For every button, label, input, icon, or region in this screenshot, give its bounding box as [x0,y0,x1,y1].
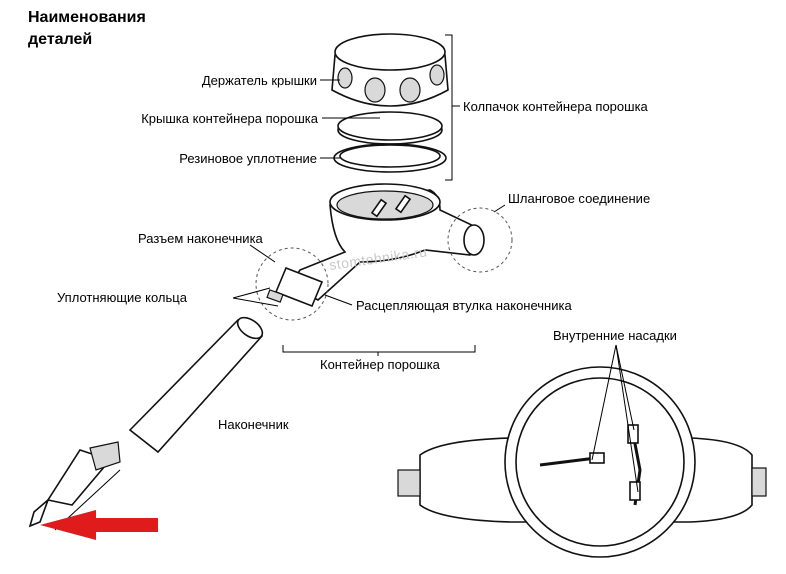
lid-holder-part [331,33,449,107]
leader-tip-connector [249,244,276,263]
label-o-rings: Уплотняющие кольца [57,290,188,305]
container-top-view [397,366,767,558]
tip-connector-highlight [255,247,329,321]
red-arrow-icon [40,510,158,540]
container-lid-part [337,111,443,145]
leader-nozzle-3 [615,344,639,493]
label-tip-connector: Разъем наконечника [138,231,264,246]
powder-container-part [288,183,485,301]
label-internal-nozzles: Внутренние насадки [553,328,677,343]
label-hose-connection: Шланговое соединение [508,191,650,206]
leader-nozzle-2 [615,344,635,431]
powder-container-bracket [282,345,476,353]
leader-release-sleeve [324,294,353,306]
label-powder-container: Контейнер порошка [320,357,441,372]
diagram-title-line1: Наименования [28,9,146,26]
label-container-lid: Крышка контейнера порошка [141,111,319,126]
leader-nozzle-1 [591,344,617,461]
tip-part [128,316,264,454]
hose-connection-highlight [447,207,513,273]
label-tip: Наконечник [218,417,289,432]
rubber-seal-part [333,143,447,173]
tip-connector-part [266,266,324,308]
leader-hose-connection [493,204,506,213]
leader-o-ring-1 [232,287,271,299]
leader-o-ring-2 [232,297,279,307]
diagram-title-line2: деталей [28,31,92,48]
cap-group-bracket [445,34,453,181]
label-container-cap: Колпачок контейнера порошка [463,99,649,114]
label-rubber-seal: Резиновое уплотнение [179,151,317,166]
label-lid-holder: Держатель крышки [202,73,317,88]
label-release-sleeve: Расцепляющая втулка наконечника [356,298,572,313]
